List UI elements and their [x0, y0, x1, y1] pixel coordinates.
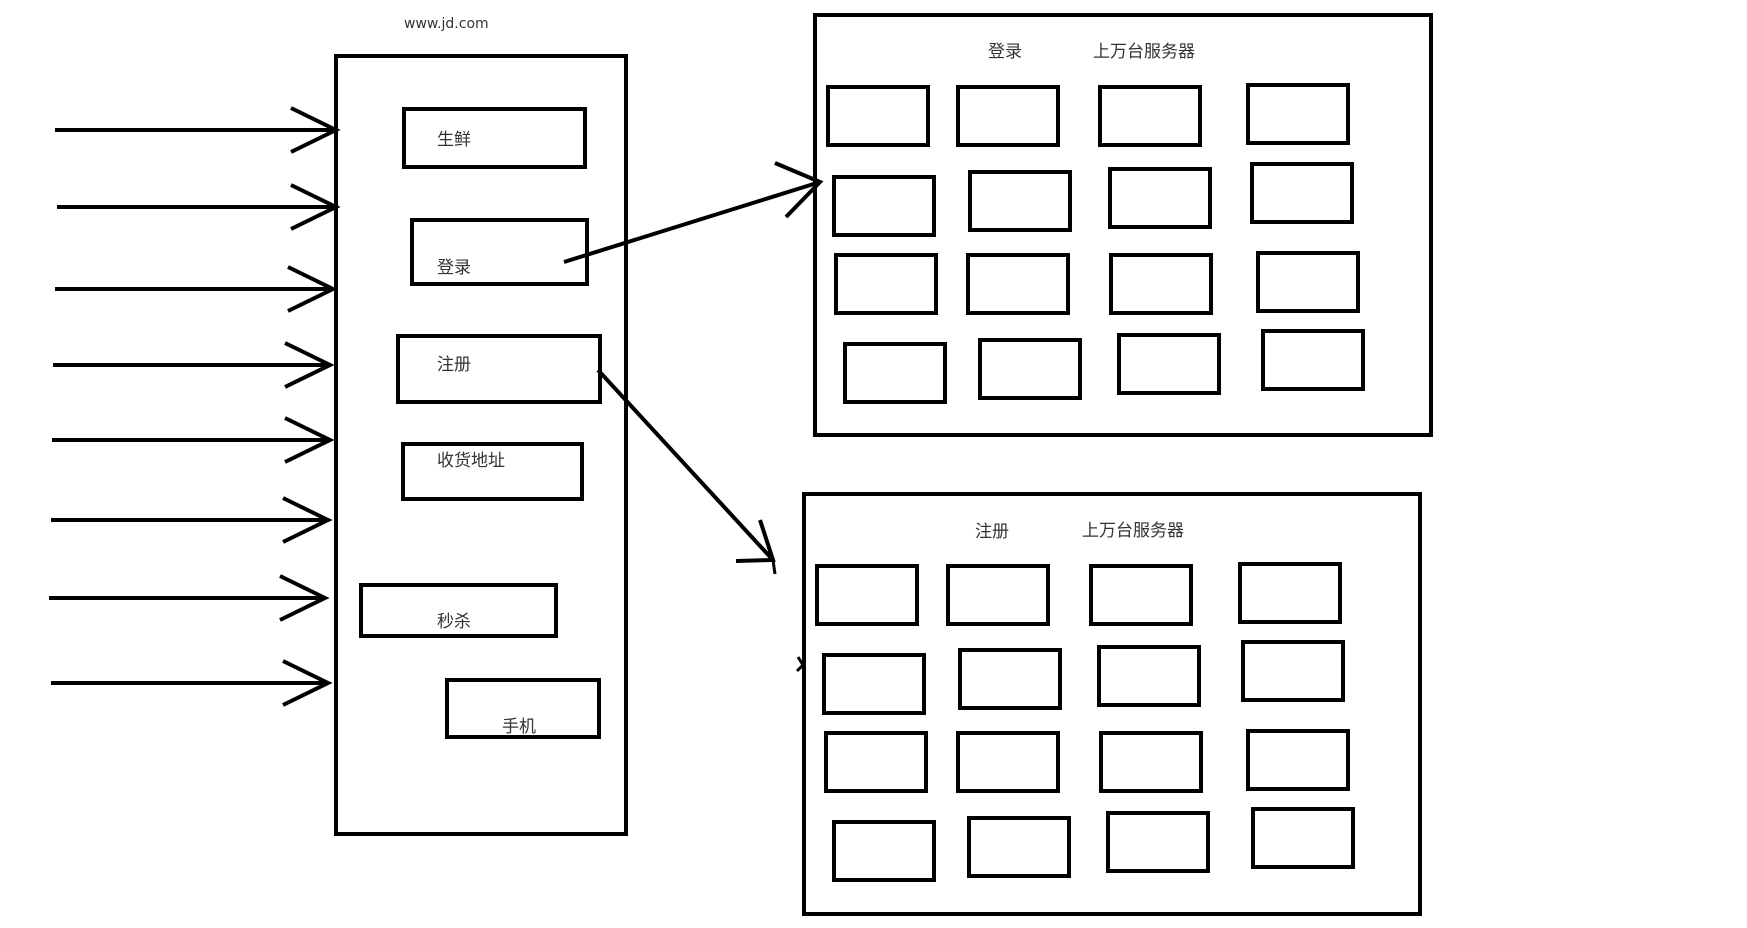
incoming-arrow: [51, 659, 333, 707]
module-box: [396, 334, 602, 404]
register-server-cluster: 注册 上万台服务器: [802, 492, 1422, 916]
cluster-box: [802, 492, 1422, 916]
incoming-arrow: [51, 496, 333, 544]
server-grid: [826, 83, 1365, 404]
arrow-tail-stroke: [771, 559, 777, 575]
incoming-arrow: [55, 106, 341, 154]
server-box: [1109, 253, 1213, 315]
incoming-arrow: [49, 574, 330, 622]
module-label: 秒杀: [437, 612, 471, 632]
site-frontend-box: [334, 54, 628, 836]
module-flash-sale: 秒杀: [359, 583, 558, 638]
server-box: [1089, 564, 1193, 626]
server-box: [978, 338, 1082, 400]
server-box: [1250, 162, 1354, 224]
login-server-cluster: 登录 上万台服务器: [813, 13, 1433, 437]
module-label: 收货地址: [437, 451, 505, 471]
module-label: 登录: [437, 258, 471, 278]
server-box: [1117, 333, 1221, 395]
incoming-arrow: [52, 416, 335, 464]
site-url-label: www.jd.com: [404, 16, 489, 32]
module-label: 生鲜: [437, 130, 471, 150]
server-box: [1108, 167, 1212, 229]
cluster-name: 注册: [975, 522, 1009, 542]
arrowhead: [282, 496, 333, 544]
incoming-arrow: [53, 341, 335, 389]
incoming-arrow: [57, 183, 341, 231]
server-box: [956, 731, 1060, 793]
arrowhead: [287, 265, 338, 313]
server-grid: [815, 562, 1355, 882]
cluster-caption: 上万台服务器: [1082, 521, 1184, 541]
server-box: [1106, 811, 1210, 873]
module-login: 登录: [410, 218, 589, 286]
incoming-request-arrows: [49, 106, 341, 707]
route-register-to-cluster: [596, 368, 777, 575]
module-label: 手机: [502, 717, 536, 737]
arrowhead: [284, 341, 335, 389]
module-box: [445, 678, 601, 739]
server-box: [1238, 562, 1342, 624]
server-box: [832, 175, 936, 237]
incoming-arrow: [55, 265, 338, 313]
server-box: [967, 816, 1071, 878]
arrowhead: [279, 574, 330, 622]
server-box: [822, 653, 926, 715]
module-register: 注册: [396, 334, 602, 404]
server-box: [1099, 731, 1203, 793]
server-box: [1246, 729, 1350, 791]
arrowhead: [284, 416, 335, 464]
server-box: [958, 648, 1062, 710]
server-box: [1256, 251, 1360, 313]
module-box: [359, 583, 558, 638]
server-box: [1098, 85, 1202, 147]
server-box: [834, 253, 938, 315]
cluster-box: [813, 13, 1433, 437]
route-login-to-cluster: [563, 161, 824, 264]
stray-mark: [795, 656, 805, 673]
arrowhead: [774, 161, 824, 219]
cluster-name: 登录: [988, 42, 1022, 62]
module-address: 收货地址: [401, 442, 584, 501]
server-box: [956, 85, 1060, 147]
module-fresh: 生鲜: [402, 107, 587, 169]
server-box: [832, 820, 936, 882]
route-line: [596, 368, 775, 562]
server-box: [824, 731, 928, 793]
module-phone: 手机: [445, 678, 601, 739]
server-box: [826, 85, 930, 147]
module-label: 注册: [437, 355, 471, 375]
module-box: [402, 107, 587, 169]
server-box: [1097, 645, 1201, 707]
module-box: [410, 218, 589, 286]
server-box: [968, 170, 1072, 232]
module-box: [401, 442, 584, 501]
route-line: [563, 180, 821, 264]
server-box: [1241, 640, 1345, 702]
server-box: [1246, 83, 1350, 145]
server-box: [843, 342, 947, 404]
server-box: [966, 253, 1070, 315]
server-box: [815, 564, 919, 626]
arrowhead: [282, 659, 333, 707]
server-box: [1251, 807, 1355, 869]
server-box: [946, 564, 1050, 626]
server-box: [1261, 329, 1365, 391]
cluster-caption: 上万台服务器: [1093, 42, 1195, 62]
